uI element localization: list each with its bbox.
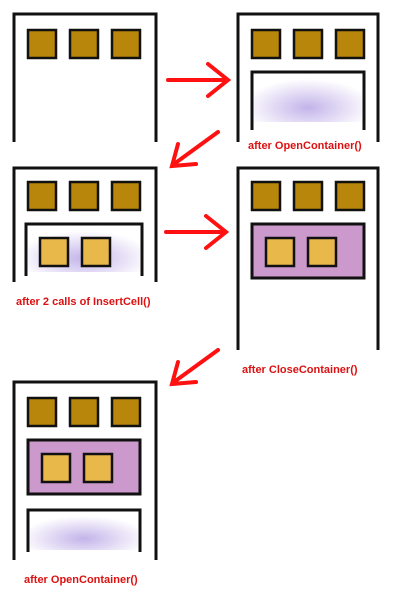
cell — [110, 28, 142, 60]
cell — [292, 28, 324, 60]
caption-opened: after OpenContainer() — [248, 140, 362, 152]
open-container-glow — [30, 512, 138, 550]
panel-outline — [12, 166, 158, 282]
cell — [292, 180, 324, 212]
panel-initial — [12, 12, 158, 142]
panel-outline — [12, 380, 158, 560]
right-arrow-icon — [166, 62, 232, 98]
inserted-cell — [38, 236, 70, 268]
caption-reopened: after OpenContainer() — [24, 574, 138, 586]
cell — [26, 28, 58, 60]
panel-closed — [236, 166, 380, 350]
caption-inserted: after 2 calls of InsertCell() — [16, 296, 151, 308]
cell — [334, 180, 366, 212]
inserted-cell — [264, 236, 296, 268]
open-container — [24, 222, 144, 276]
caption-closed: after CloseContainer() — [242, 364, 358, 376]
cell — [68, 180, 100, 212]
cell — [68, 396, 100, 428]
cell — [110, 396, 142, 428]
cell — [26, 396, 58, 428]
cell — [250, 180, 282, 212]
cell — [334, 28, 366, 60]
right-arrow-icon — [164, 214, 230, 250]
panel-outline — [236, 166, 380, 350]
open-container — [250, 70, 366, 130]
down-left-arrow-icon — [169, 130, 220, 169]
panel-outline — [236, 12, 380, 142]
open-container — [26, 508, 142, 552]
panel-opened — [236, 12, 380, 142]
cell — [250, 28, 282, 60]
panel-inserted — [12, 166, 158, 282]
down-left-arrow-icon — [169, 348, 220, 387]
cell — [26, 180, 58, 212]
inserted-cell — [82, 452, 114, 484]
panel-reopened — [12, 380, 158, 560]
inserted-cell — [40, 452, 72, 484]
inserted-cell — [306, 236, 338, 268]
open-container-glow — [254, 74, 362, 122]
cell — [110, 180, 142, 212]
panel-outline — [12, 12, 158, 142]
inserted-cell — [80, 236, 112, 268]
cell — [68, 28, 100, 60]
